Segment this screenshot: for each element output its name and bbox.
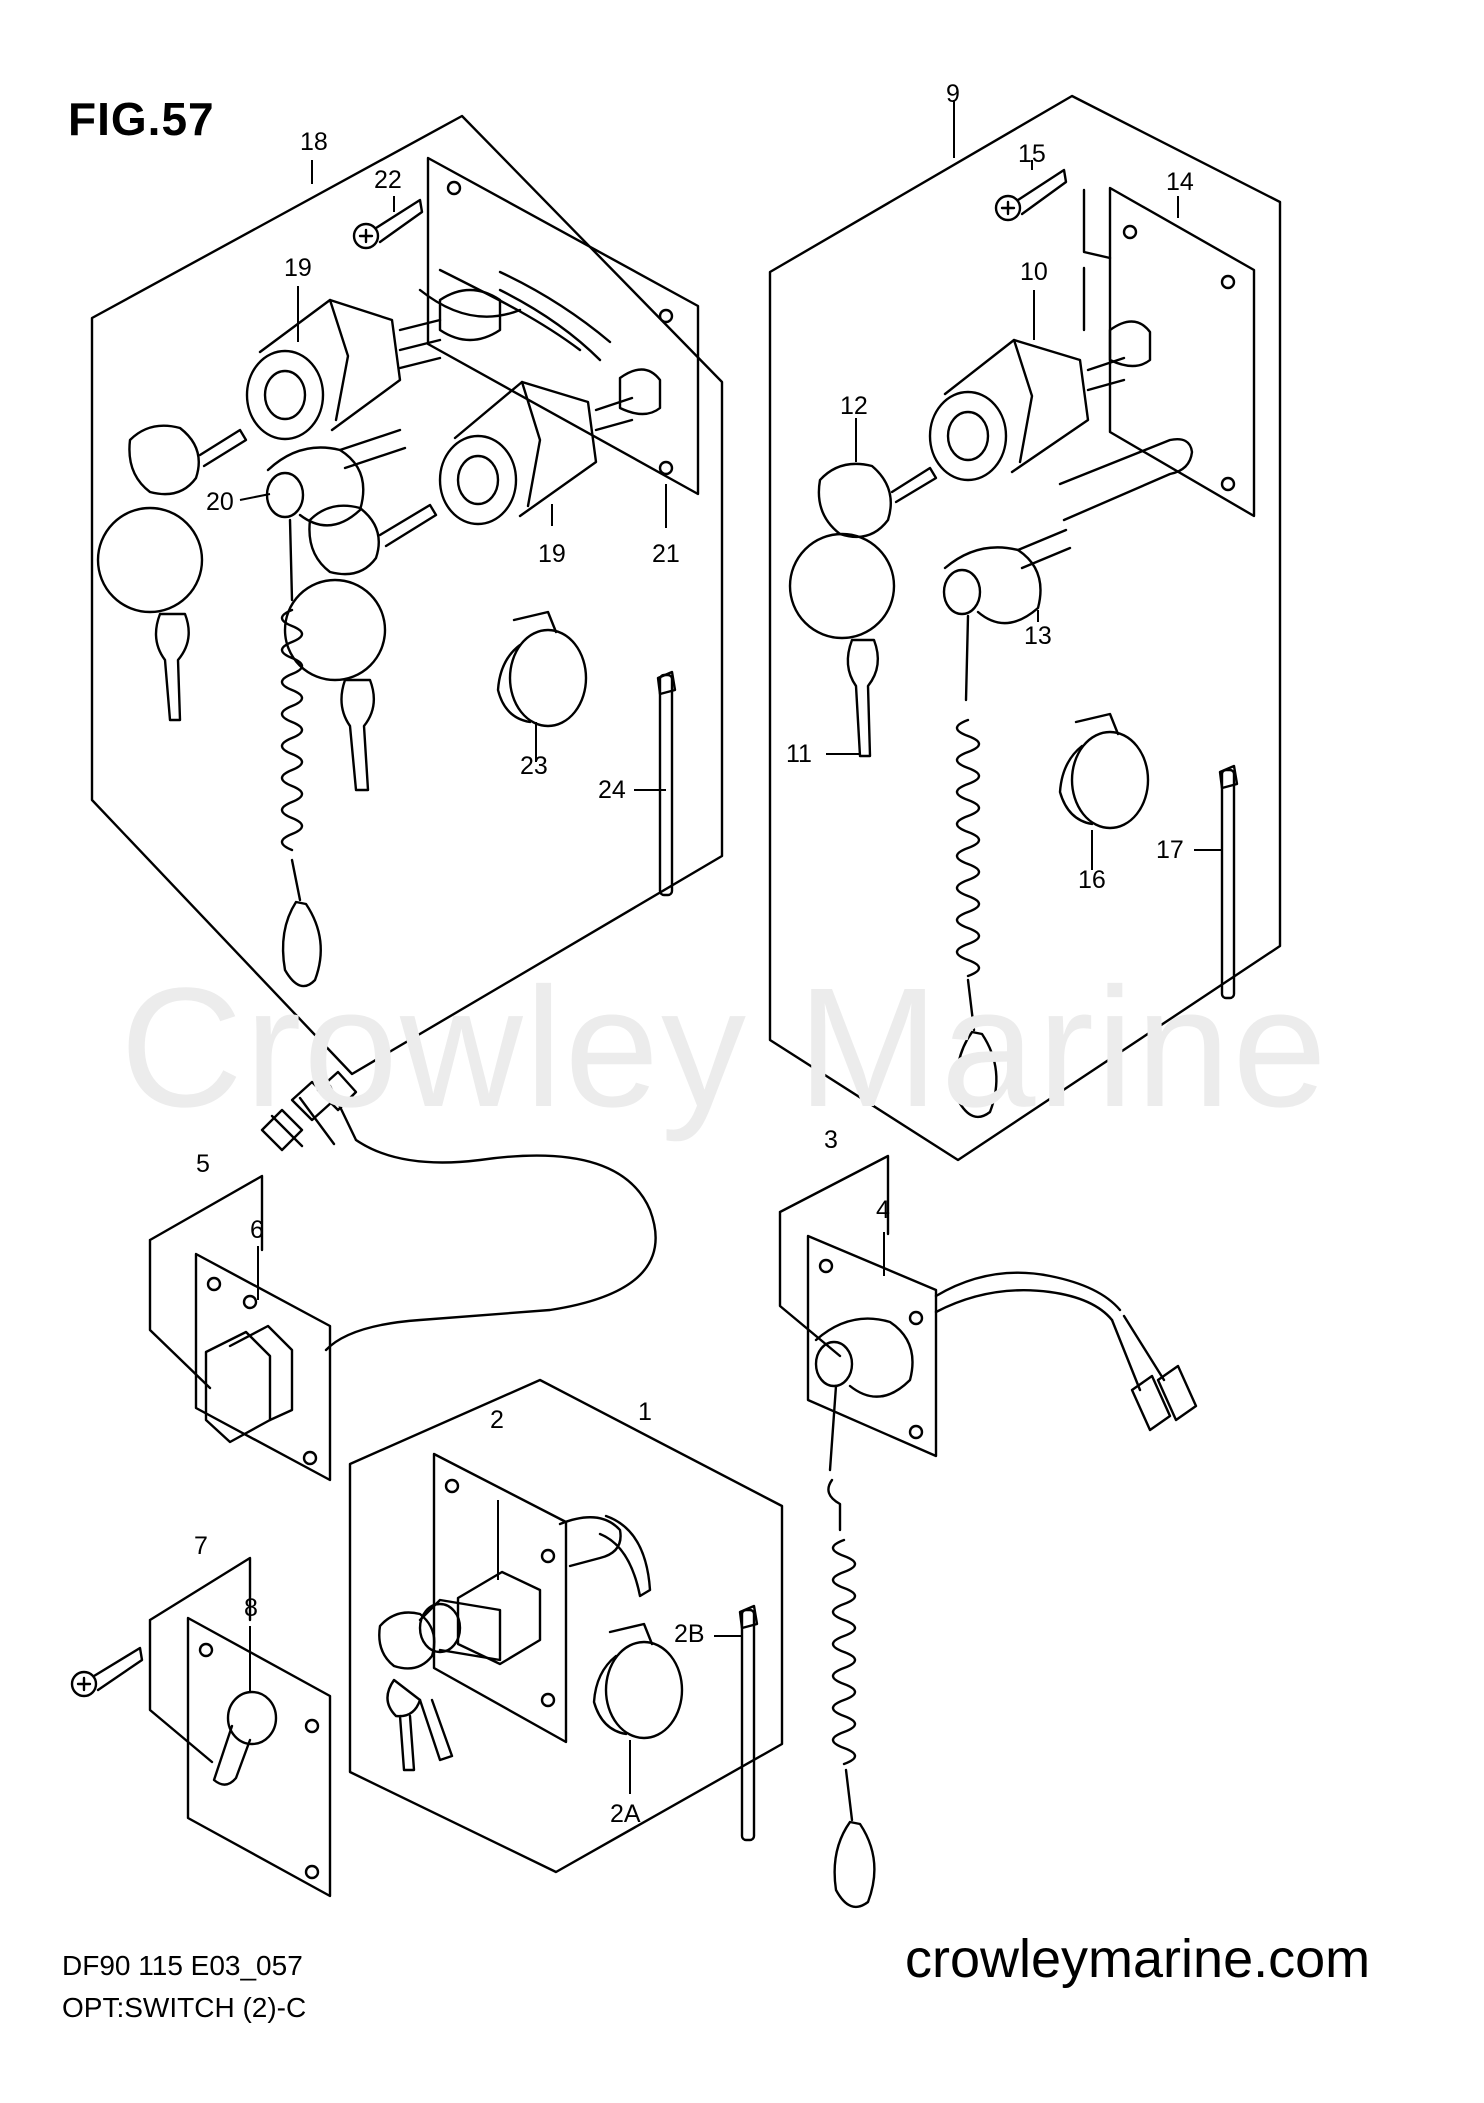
screw-15 (994, 168, 1068, 222)
callout-label[interactable]: 19 (284, 254, 312, 282)
leader-lines (239, 100, 1222, 1794)
callout-label[interactable]: 5 (196, 1150, 210, 1178)
diagram-name: OPT:SWITCH (2)-C (62, 1992, 307, 2023)
callout-label[interactable]: 23 (520, 752, 548, 780)
callout-label[interactable]: 11 (786, 740, 812, 768)
ignition-switch-10 (928, 320, 1152, 482)
connector-leads (270, 1084, 657, 1352)
callout-label[interactable]: 22 (374, 166, 402, 194)
key-set-12 (788, 462, 938, 758)
lanyard-coil-3 (827, 1384, 876, 1909)
ignition-switch-19-lower (438, 368, 662, 526)
callout-label[interactable]: 12 (840, 392, 868, 420)
cable-tie-24 (656, 670, 677, 897)
callout-label[interactable]: 2A (610, 1800, 641, 1828)
screw-7 (70, 1646, 144, 1698)
stop-switch-4 (814, 1271, 1198, 1432)
cap-16 (1058, 712, 1150, 830)
ignition-switch-2 (418, 1514, 652, 1666)
callout-label[interactable]: 21 (652, 540, 680, 568)
panel-6 (194, 1252, 332, 1482)
screw-22 (352, 198, 424, 250)
callout-label[interactable]: 2B (674, 1620, 705, 1648)
panel-8 (186, 1616, 332, 1898)
callout-label[interactable]: 16 (1078, 866, 1106, 894)
panel-2 (432, 1452, 568, 1744)
callout-label[interactable]: 18 (300, 128, 328, 156)
callout-label[interactable]: 24 (598, 776, 626, 804)
key-set-18 (96, 424, 438, 792)
callout-label[interactable]: 6 (250, 1216, 264, 1244)
assembly-18-box (90, 114, 724, 1076)
cap-23 (496, 610, 588, 728)
callout-label[interactable]: 17 (1156, 836, 1184, 864)
assembly-1-box (348, 1378, 784, 1874)
site-link[interactable]: crowleymarine.com (905, 1929, 1371, 1989)
diagram-code: DF90 115 E03_057 (62, 1950, 303, 1981)
panel-4 (806, 1234, 938, 1458)
key-set-2 (378, 1611, 454, 1772)
callout-label[interactable]: 15 (1018, 140, 1046, 168)
cap-2A (592, 1622, 684, 1740)
callout-label[interactable]: 10 (1020, 258, 1048, 286)
lanyard-coil-9 (955, 614, 998, 1119)
callout-label[interactable]: 4 (876, 1196, 890, 1224)
rocker-switch-6 (204, 1324, 294, 1444)
callout-label[interactable]: 14 (1166, 168, 1194, 196)
panel-21 (426, 156, 700, 496)
cable-tie-2B (738, 1604, 759, 1842)
toggle-switch-8 (212, 1690, 278, 1786)
callout-label[interactable]: 20 (206, 488, 234, 516)
callout-label[interactable]: 13 (1024, 622, 1052, 650)
stop-switch-13 (942, 528, 1072, 625)
callout-label[interactable]: 8 (244, 1594, 258, 1622)
assembly-9-box (768, 94, 1282, 1162)
ignition-switch-19-top (245, 288, 502, 441)
callout-label[interactable]: 7 (194, 1532, 208, 1560)
figure-title: FIG.57 (68, 93, 215, 145)
watermark: Crowley Marine (120, 953, 1329, 1143)
lanyard-coil-18 (280, 518, 322, 988)
callout-label[interactable]: 19 (538, 540, 566, 568)
callout-label[interactable]: 9 (946, 80, 960, 108)
callout-label[interactable]: 3 (824, 1126, 838, 1154)
stop-switch-20 (265, 428, 407, 527)
callout-label[interactable]: 2 (490, 1406, 504, 1434)
cable-tie-17 (1218, 764, 1239, 1000)
callout-label[interactable]: 1 (638, 1398, 652, 1426)
